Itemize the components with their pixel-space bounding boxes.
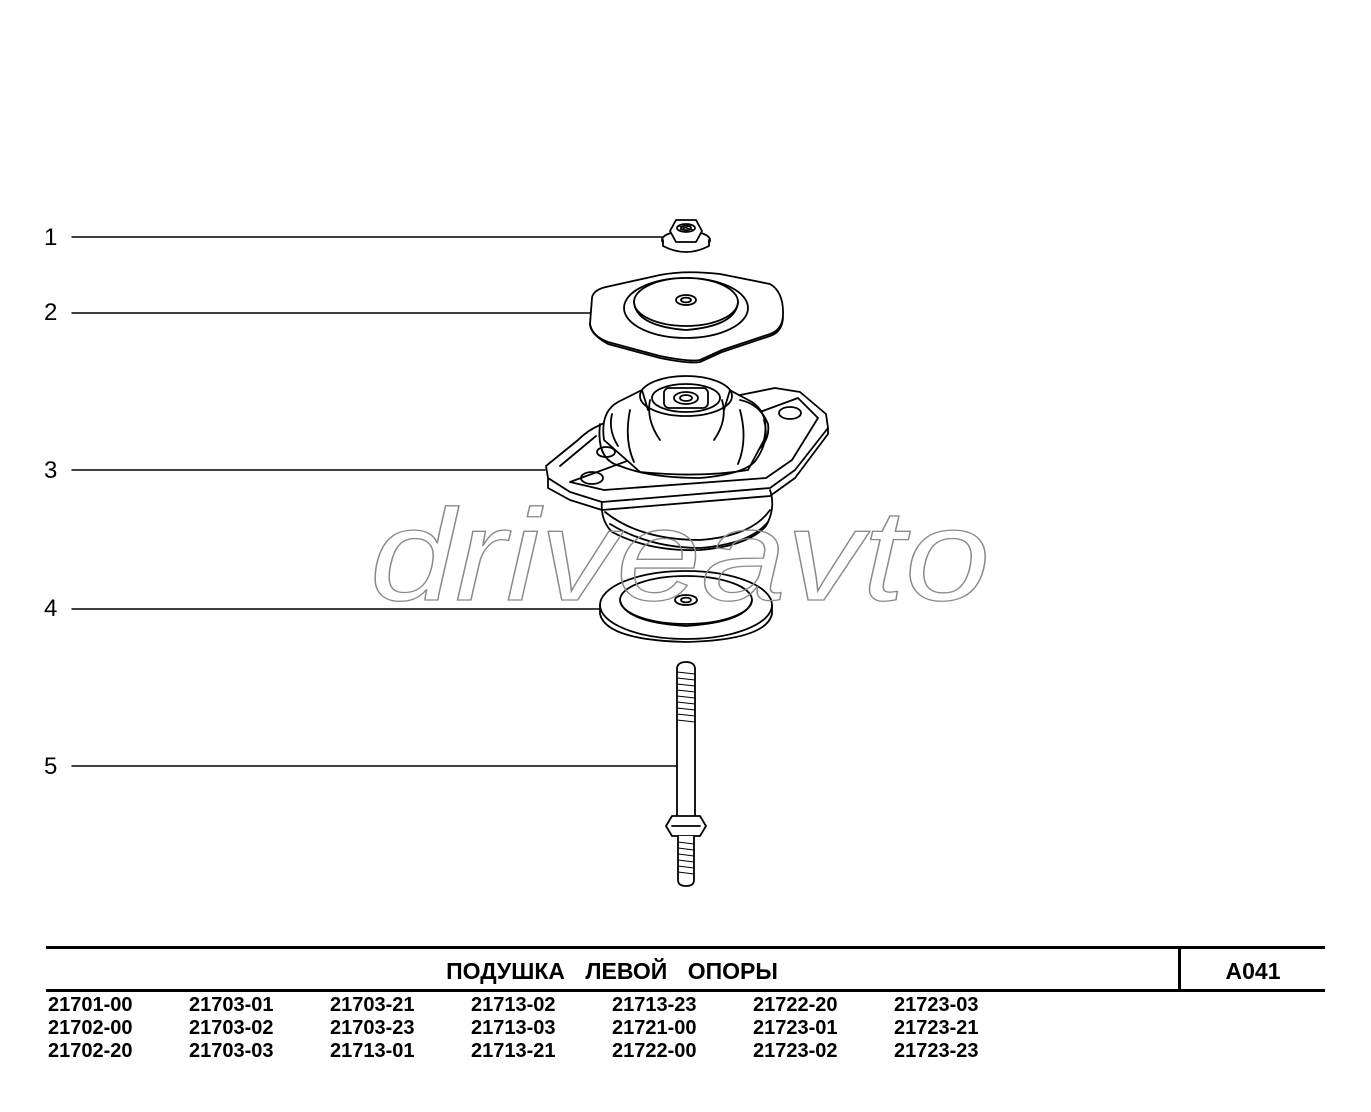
model-code: 21723-02 — [753, 1040, 838, 1062]
model-code: 21702-20 — [48, 1040, 133, 1062]
model-code: 21703-03 — [189, 1040, 274, 1062]
parts-diagram: driveavto — [71, 219, 991, 887]
callout-number-5: 5 — [44, 753, 58, 780]
model-code: 21723-23 — [894, 1040, 979, 1062]
page-title: ПОДУШКА ЛЕВОЙ ОПОРЫ — [446, 958, 778, 984]
callout-number-3: 3 — [44, 457, 58, 484]
page-code: A041 — [1225, 958, 1281, 984]
leader-lines — [71, 236, 678, 767]
title-block: ПОДУШКА ЛЕВОЙ ОПОРЫ A041 — [46, 946, 1325, 992]
model-code: 21713-23 — [612, 994, 697, 1016]
model-column: 21713-02 21713-03 21713-21 — [471, 994, 611, 1063]
model-code: 21703-21 — [330, 994, 415, 1016]
model-code: 21723-01 — [753, 1017, 838, 1039]
model-code: 21723-03 — [894, 994, 979, 1016]
model-code: 21702-00 — [48, 1017, 133, 1039]
model-code: 21713-02 — [471, 994, 556, 1016]
callout-number-2: 2 — [44, 299, 58, 326]
model-column: 21701-00 21702-00 21702-20 — [48, 994, 188, 1063]
lower-washer-icon — [599, 570, 773, 643]
model-code: 21713-03 — [471, 1017, 556, 1039]
upper-plate-icon — [589, 271, 784, 364]
model-code: 21713-21 — [471, 1040, 556, 1062]
rubber-mount-icon — [545, 375, 829, 552]
model-code: 21701-00 — [48, 994, 133, 1016]
model-code: 21723-21 — [894, 1017, 979, 1039]
model-column: 21703-21 21703-23 21713-01 — [330, 994, 470, 1063]
model-code: 21703-02 — [189, 1017, 274, 1039]
stud-bolt-icon — [665, 661, 707, 887]
model-code: 21722-20 — [753, 994, 838, 1016]
model-column: 21703-01 21703-02 21703-03 — [189, 994, 329, 1063]
title-divider — [1178, 949, 1181, 989]
model-code: 21703-01 — [189, 994, 274, 1016]
callout-number-4: 4 — [44, 595, 58, 622]
model-column: 21723-03 21723-21 21723-23 — [894, 994, 1034, 1063]
watermark: driveavto — [370, 482, 990, 628]
model-code: 21703-23 — [330, 1017, 415, 1039]
model-column: 21713-23 21721-00 21722-00 — [612, 994, 752, 1063]
model-code: 21722-00 — [612, 1040, 697, 1062]
model-column: 21722-20 21723-01 21723-02 — [753, 994, 893, 1063]
model-code: 21713-01 — [330, 1040, 415, 1062]
callout-number-1: 1 — [44, 224, 58, 251]
flange-nut-icon — [661, 219, 711, 253]
model-code: 21721-00 — [612, 1017, 697, 1039]
